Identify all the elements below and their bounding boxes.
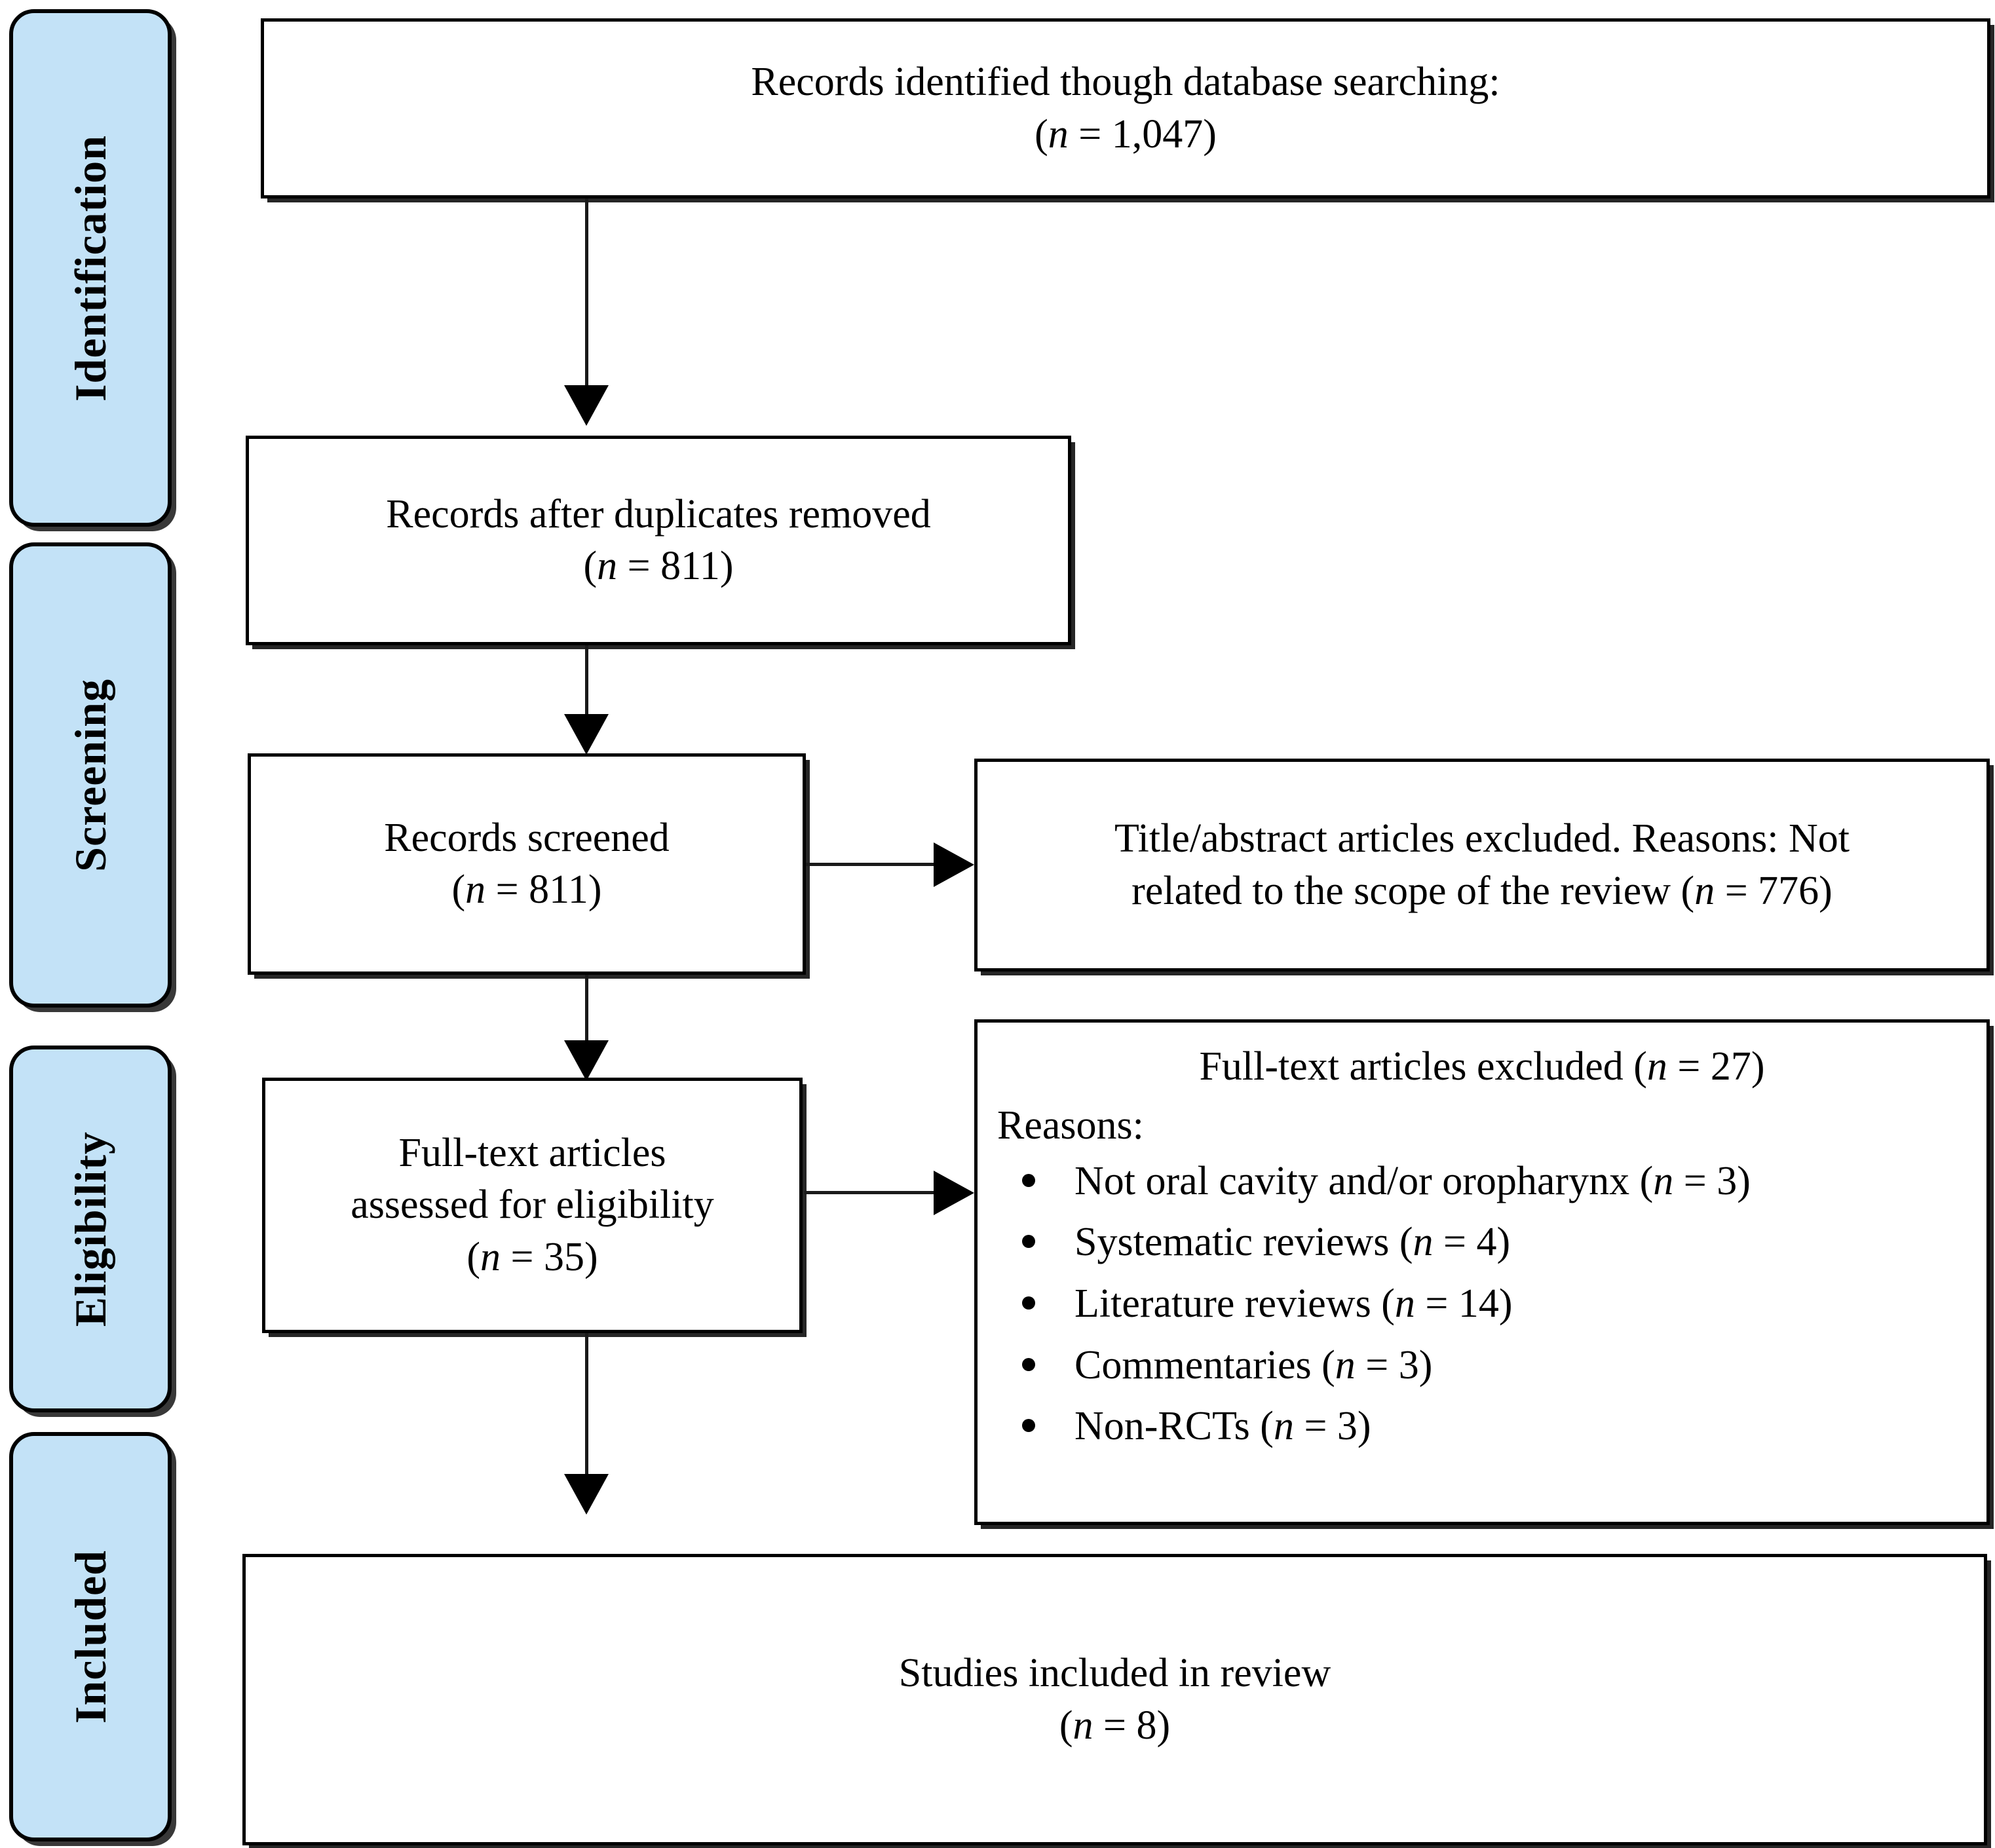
bullet-icon	[1022, 1419, 1035, 1433]
box-records-screened: Records screened (n = 811)	[248, 753, 806, 975]
n-value: = 3)	[1293, 1404, 1371, 1449]
fulltext-assessed-line1: Full-text articles	[398, 1130, 666, 1175]
paren-open: (	[1059, 1703, 1073, 1748]
arrowhead-screened-to-fulltext	[564, 1040, 609, 1081]
paren-open: (	[1035, 111, 1048, 157]
arrowhead-fulltext-to-excluded	[934, 1171, 974, 1215]
fulltext-assessed-line2: assessed for eligibility	[351, 1182, 714, 1228]
reason-text: Commentaries (	[1074, 1342, 1335, 1387]
n-value: = 811)	[617, 544, 734, 588]
n-symbol: n	[1394, 1281, 1415, 1327]
bullet-icon	[1022, 1173, 1035, 1187]
reason-item: Literature reviews (n = 14)	[997, 1279, 1967, 1329]
stage-screening-label: Screening	[66, 678, 115, 872]
stage-screening: Screening	[9, 542, 172, 1008]
duplicates-removed-line1: Records after duplicates removed	[386, 491, 931, 537]
title-abstract-excluded-line1: Title/abstract articles excluded. Reason…	[1114, 816, 1850, 861]
n-symbol: n	[1273, 1404, 1294, 1449]
n-value: = 35)	[501, 1234, 598, 1279]
n-symbol: n	[1413, 1220, 1434, 1265]
connector-screened-to-excluded	[806, 863, 937, 866]
n-symbol: n	[1335, 1342, 1356, 1387]
bullet-icon	[1022, 1235, 1035, 1249]
records-screened-line1: Records screened	[384, 815, 670, 860]
studies-included-line1: Studies included in review	[898, 1651, 1331, 1696]
stage-eligibility: Eligibility	[9, 1046, 172, 1412]
stage-eligibility-label: Eligibility	[66, 1131, 115, 1327]
arrowhead-duplicates-to-screened	[564, 714, 609, 755]
n-value: = 14)	[1415, 1281, 1513, 1327]
n-symbol: n	[1646, 1044, 1667, 1089]
box-records-after-duplicates: Records after duplicates removed (n = 81…	[246, 436, 1071, 645]
arrowhead-screened-to-excluded	[934, 842, 974, 887]
connector-fulltext-to-included	[585, 1333, 588, 1484]
title-abstract-excluded-line2: related to the scope of the review (n = …	[1131, 865, 1833, 917]
n-value: = 3)	[1673, 1158, 1751, 1203]
connector-duplicates-to-screened	[585, 645, 588, 724]
n-value: = 1,047)	[1068, 111, 1217, 157]
box-fulltext-assessed: Full-text articles assessed for eligibil…	[262, 1078, 803, 1333]
fulltext-excluded-reasons-list: Not oral cavity and/or oropharynx (n = 3…	[997, 1157, 1967, 1463]
n-value: = 27)	[1667, 1044, 1765, 1089]
n-value: = 4)	[1433, 1220, 1511, 1265]
connector-screened-to-fulltext	[585, 975, 588, 1050]
fulltext-excluded-title: Full-text articles excluded (n = 27)	[997, 1042, 1967, 1091]
connector-identified-to-duplicates	[585, 198, 588, 395]
reason-item: Systematic reviews (n = 4)	[997, 1218, 1967, 1268]
n-symbol: n	[1653, 1158, 1674, 1203]
stage-identification-label: Identification	[66, 134, 115, 402]
excluded-reason-text: related to the scope of the review (	[1131, 868, 1695, 913]
arrowhead-fulltext-to-included	[564, 1474, 609, 1515]
bullet-icon	[1022, 1296, 1035, 1310]
reason-item: Non-RCTs (n = 3)	[997, 1402, 1967, 1452]
bullet-icon	[1022, 1357, 1035, 1371]
reason-text: Systematic reviews (	[1074, 1220, 1413, 1265]
n-value: = 8)	[1093, 1703, 1171, 1748]
studies-included-count: (n = 8)	[1059, 1700, 1170, 1752]
reason-text: Not oral cavity and/or oropharynx (	[1074, 1158, 1654, 1203]
duplicates-removed-count: (n = 811)	[584, 540, 734, 592]
fulltext-assessed-count: (n = 35)	[466, 1232, 598, 1283]
paren-open: (	[583, 544, 598, 588]
reason-text: Non-RCTs (	[1074, 1404, 1274, 1449]
n-value: = 3)	[1355, 1342, 1433, 1387]
arrowhead-identified-to-duplicates	[564, 385, 609, 426]
n-value: = 811)	[485, 867, 602, 912]
stage-identification: Identification	[9, 9, 172, 527]
reason-item: Commentaries (n = 3)	[997, 1341, 1967, 1391]
reason-text: Literature reviews (	[1074, 1281, 1395, 1327]
n-symbol: n	[1694, 868, 1715, 913]
box-records-identified: Records identified though database searc…	[261, 18, 1990, 198]
box-fulltext-excluded: Full-text articles excluded (n = 27) Rea…	[974, 1019, 1990, 1525]
n-symbol: n	[465, 867, 486, 912]
box-studies-included: Studies included in review (n = 8)	[242, 1554, 1987, 1845]
n-value: = 776)	[1715, 868, 1833, 913]
n-symbol: n	[1048, 111, 1069, 157]
records-identified-count: (n = 1,047)	[1035, 109, 1217, 160]
n-symbol: n	[1073, 1703, 1093, 1748]
records-screened-count: (n = 811)	[452, 864, 602, 916]
box-title-abstract-excluded: Title/abstract articles excluded. Reason…	[974, 759, 1990, 971]
paren-open: (	[451, 867, 466, 912]
excluded-title-text: Full-text articles excluded (	[1199, 1044, 1647, 1089]
stage-included: Included	[9, 1432, 172, 1841]
stage-included-label: Included	[66, 1550, 115, 1724]
n-symbol: n	[480, 1234, 501, 1279]
connector-fulltext-to-excluded	[805, 1191, 936, 1194]
fulltext-excluded-reasons-lead: Reasons:	[997, 1103, 1144, 1148]
reason-item: Not oral cavity and/or oropharynx (n = 3…	[997, 1157, 1967, 1207]
paren-open: (	[466, 1234, 481, 1279]
records-identified-line1: Records identified though database searc…	[751, 60, 1500, 105]
n-symbol: n	[597, 544, 618, 588]
